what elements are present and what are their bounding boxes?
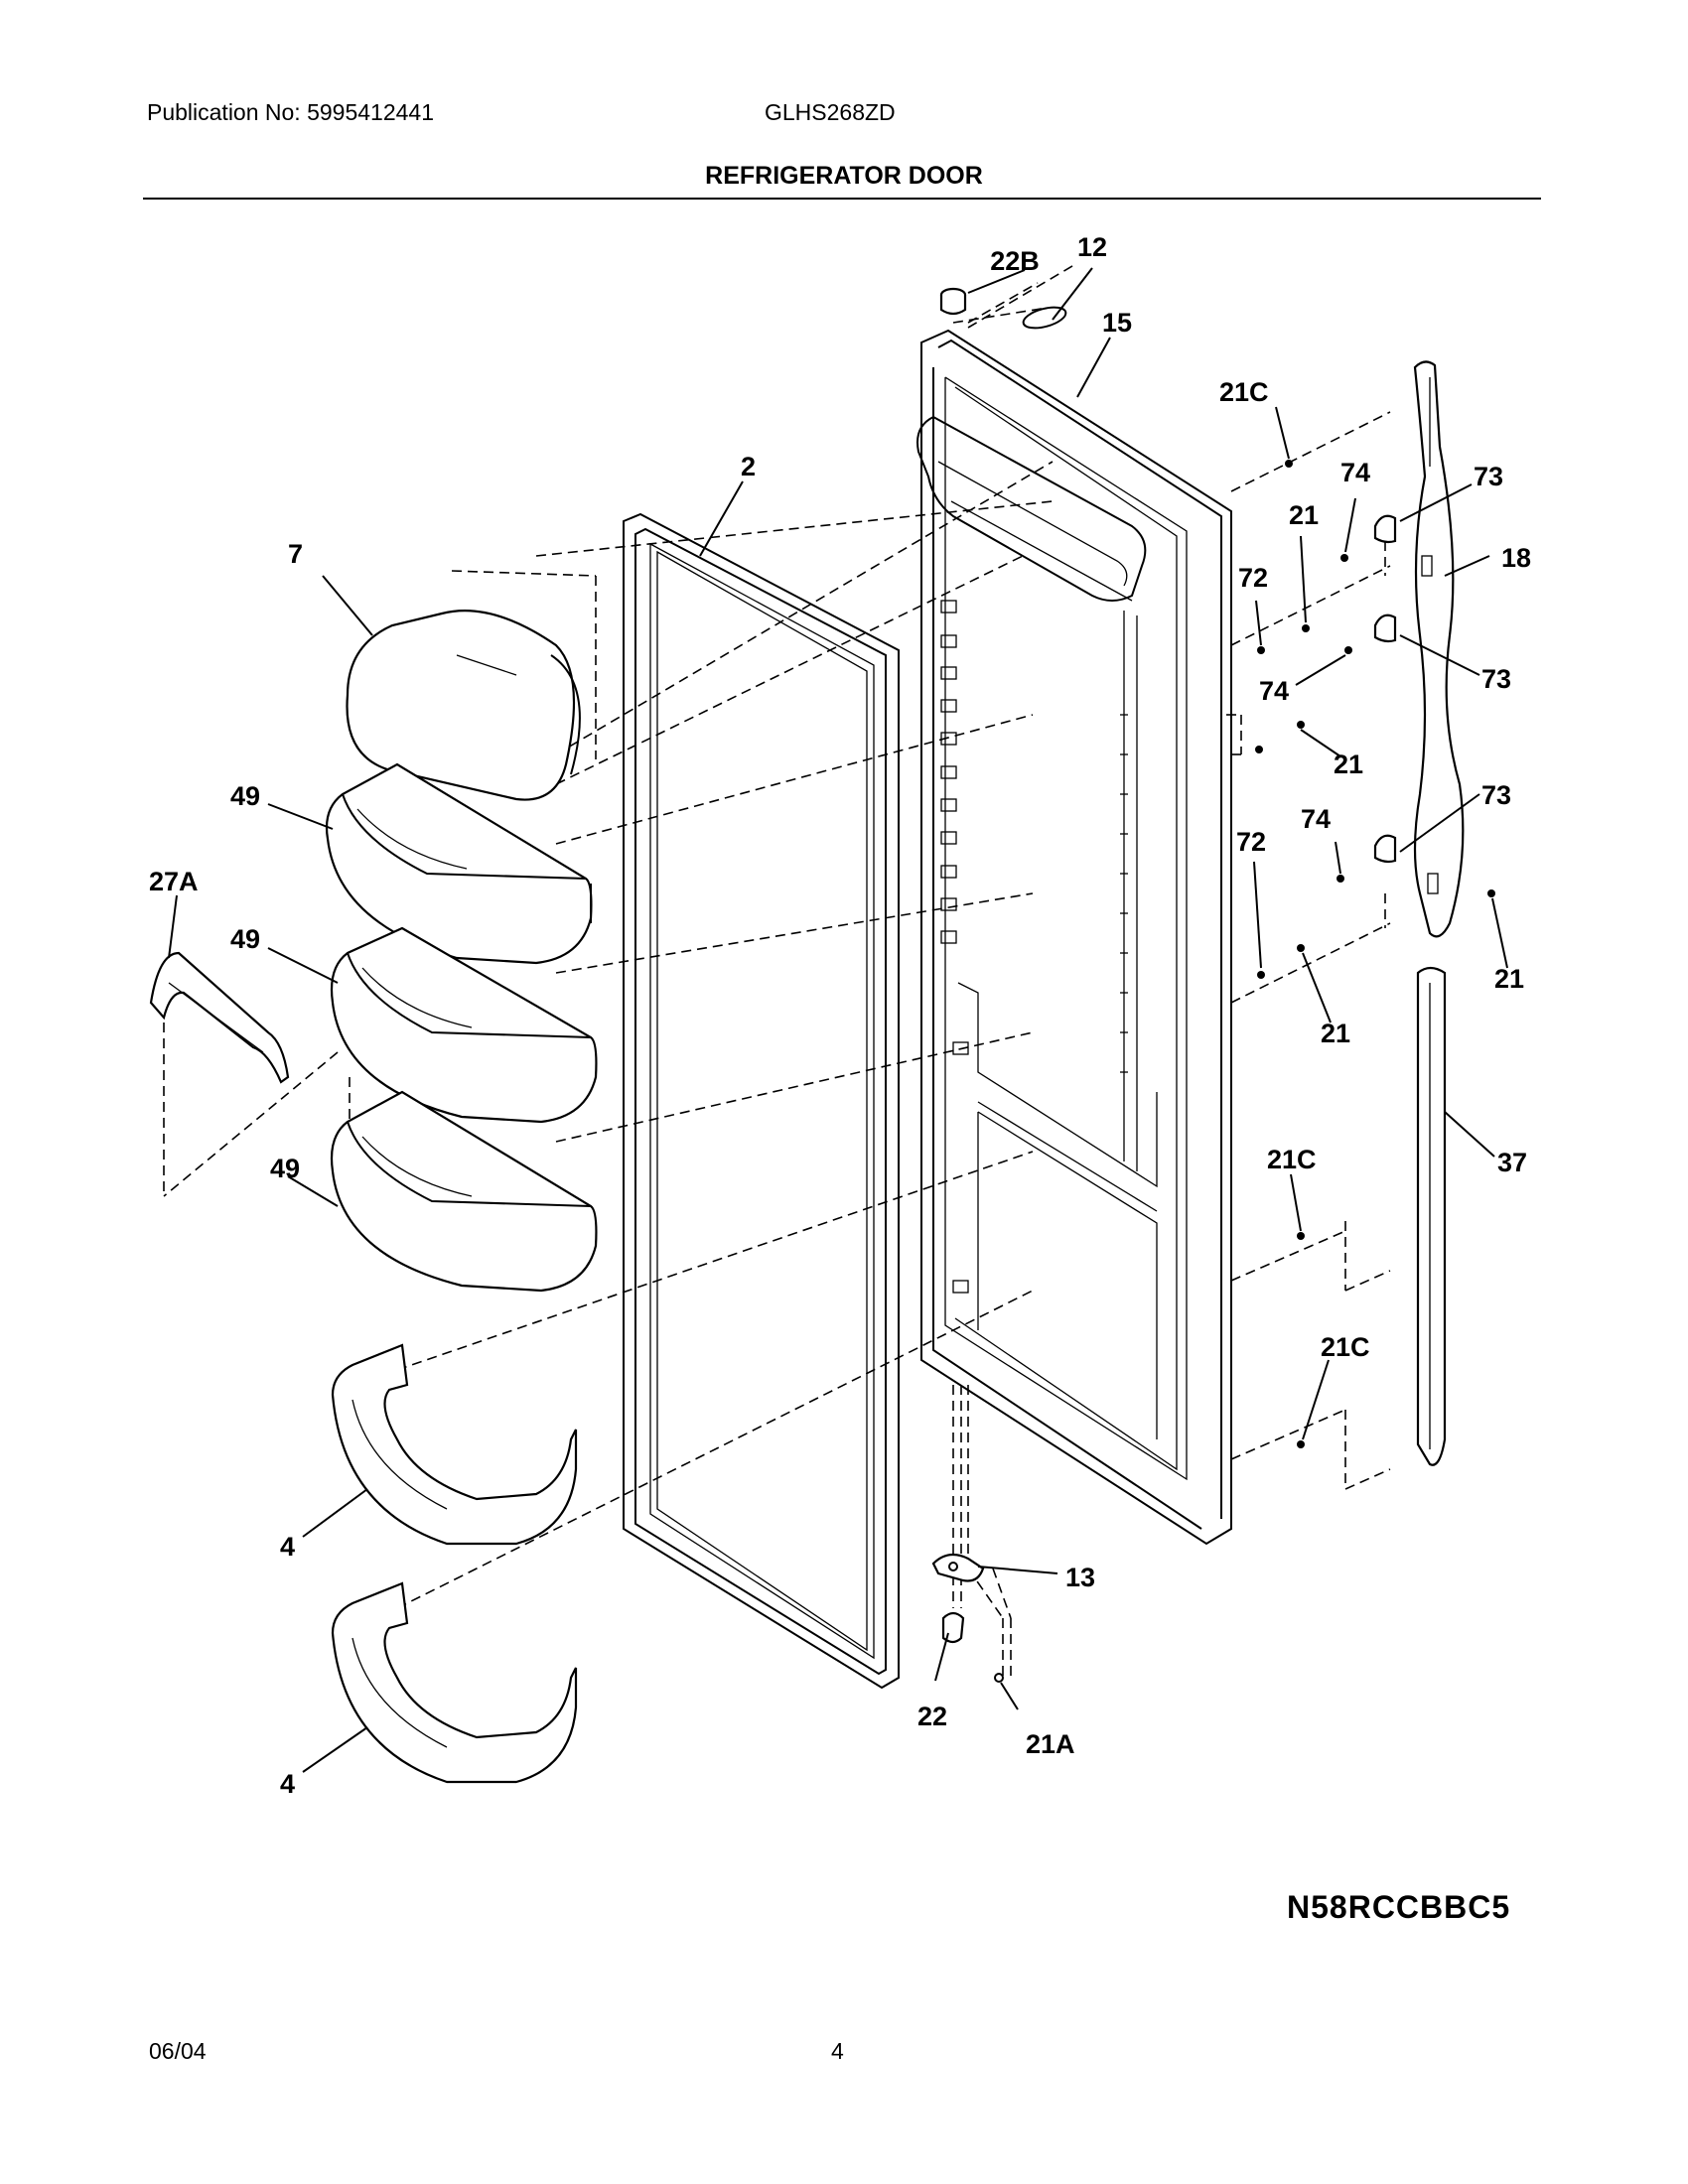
page-number: 4 bbox=[831, 2038, 844, 2064]
publication-date: 06/04 bbox=[149, 2038, 207, 2064]
dairy-bin-cover bbox=[346, 610, 581, 801]
handle-trim-37 bbox=[1416, 966, 1447, 1466]
model-number: GLHS268ZD bbox=[765, 99, 896, 125]
callout-21: 21 bbox=[1321, 1019, 1350, 1048]
rail-ticks bbox=[1120, 714, 1128, 1073]
callout-13: 13 bbox=[1065, 1563, 1095, 1592]
handle-27A bbox=[149, 951, 290, 1084]
door-bin-49-bottom bbox=[330, 1090, 598, 1293]
callout-49: 49 bbox=[230, 781, 260, 811]
brackets-73 bbox=[1373, 514, 1397, 864]
hinge-cap-top bbox=[939, 287, 1067, 330]
callout-73: 73 bbox=[1481, 664, 1511, 694]
door-bin-4-upper bbox=[331, 1343, 578, 1546]
callout-4: 4 bbox=[280, 1769, 295, 1799]
screws bbox=[1255, 460, 1495, 1448]
callout-73: 73 bbox=[1481, 780, 1511, 810]
callout-21C: 21C bbox=[1321, 1332, 1370, 1362]
callout-74: 74 bbox=[1259, 676, 1289, 706]
callout-74: 74 bbox=[1340, 458, 1370, 487]
callout-7: 7 bbox=[288, 539, 303, 569]
bottom-hinge-parts bbox=[931, 1553, 1004, 1683]
callout-21: 21 bbox=[1289, 500, 1319, 530]
callout-21: 21 bbox=[1494, 964, 1524, 994]
callout-49: 49 bbox=[230, 924, 260, 954]
callout-21C: 21C bbox=[1267, 1145, 1317, 1174]
door-bin-4-lower bbox=[331, 1581, 578, 1784]
callout-18: 18 bbox=[1501, 543, 1531, 573]
title-divider bbox=[143, 198, 1541, 200]
callout-74: 74 bbox=[1301, 804, 1331, 834]
handle-18 bbox=[1413, 360, 1465, 938]
callout-21: 21 bbox=[1334, 750, 1363, 779]
inner-door-liner bbox=[916, 329, 1232, 1546]
callout-49: 49 bbox=[270, 1154, 300, 1183]
page-title: REFRIGERATOR DOOR bbox=[705, 162, 983, 190]
callout-37: 37 bbox=[1497, 1148, 1527, 1177]
callout-72: 72 bbox=[1238, 563, 1268, 593]
diagram-code: N58RCCBBC5 bbox=[1287, 1889, 1511, 1925]
callout-22B: 22B bbox=[990, 246, 1040, 276]
callout-21A: 21A bbox=[1026, 1729, 1075, 1759]
door-bin-49-middle bbox=[330, 926, 598, 1124]
callout-4: 4 bbox=[280, 1532, 295, 1562]
door-bin-49-top bbox=[325, 762, 593, 965]
door-gasket bbox=[623, 512, 900, 1690]
callout-22: 22 bbox=[917, 1702, 947, 1731]
callout-labels: 22B 12 15 21C 2 74 73 7 21 18 72 74 73 2… bbox=[149, 232, 1531, 1799]
leader-lines bbox=[168, 267, 1508, 1773]
shelf-notches bbox=[940, 600, 969, 1294]
callout-15: 15 bbox=[1102, 308, 1132, 338]
callout-12: 12 bbox=[1077, 232, 1107, 262]
callout-27A: 27A bbox=[149, 867, 199, 896]
publication-number: Publication No: 5995412441 bbox=[147, 99, 435, 125]
callout-72: 72 bbox=[1236, 827, 1266, 857]
callout-73: 73 bbox=[1474, 462, 1503, 491]
callout-21C: 21C bbox=[1219, 377, 1269, 407]
callout-2: 2 bbox=[741, 452, 756, 481]
